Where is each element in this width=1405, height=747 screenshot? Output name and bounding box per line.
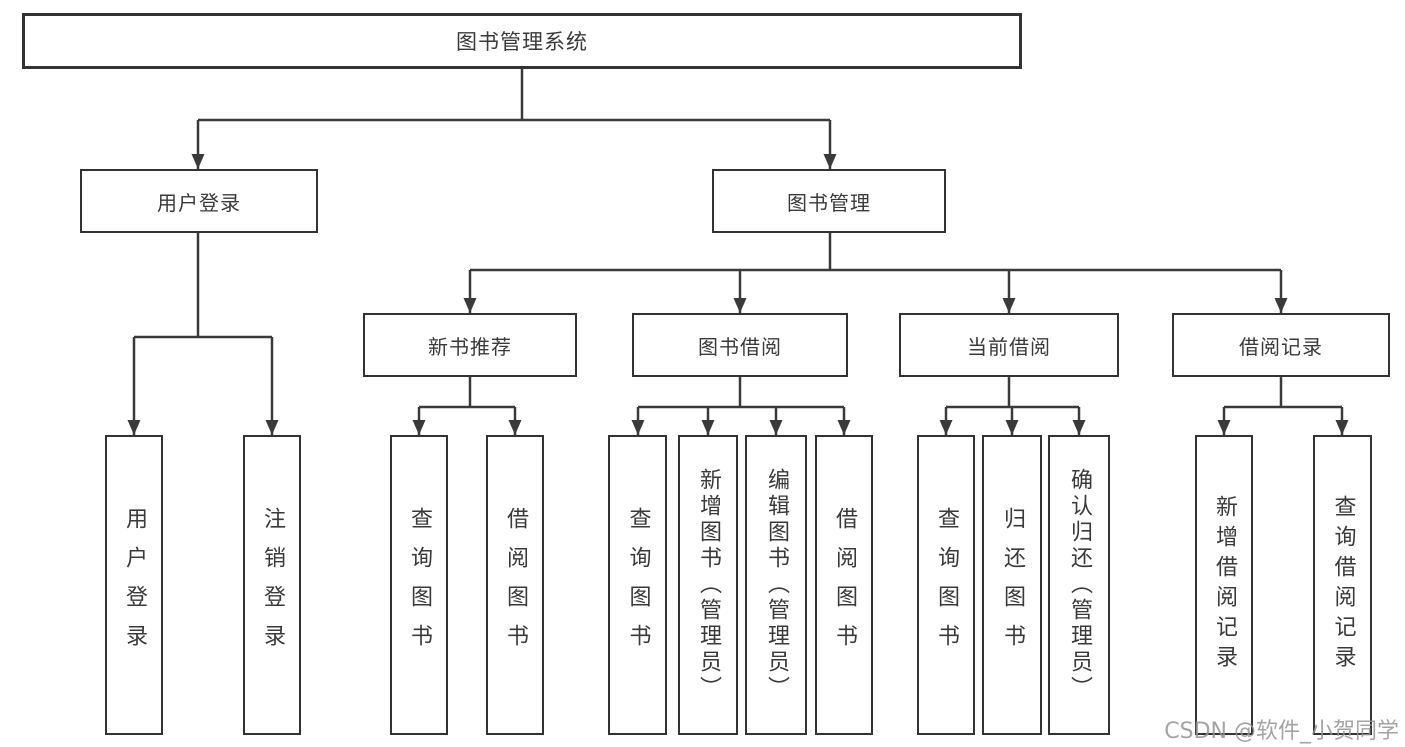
leaf-confirm-return-admin: 确认归还（管理员）	[1048, 435, 1110, 735]
leaf-user-login: 用户登录	[105, 435, 163, 735]
leaf-query-books-borrowing: 查询图书	[608, 435, 667, 735]
leaf-query-borrow-record: 查询借阅记录	[1313, 435, 1372, 735]
node-book-borrowing: 图书借阅	[632, 313, 848, 377]
node-book-management: 图书管理	[712, 169, 946, 233]
leaf-borrow-books-borrowing: 借阅图书	[815, 435, 873, 735]
leaf-edit-books-admin: 编辑图书（管理员）	[745, 435, 807, 735]
leaf-query-books-recommend: 查询图书	[390, 435, 448, 735]
leaf-borrow-books-recommend: 借阅图书	[486, 435, 544, 735]
node-library-management-system: 图书管理系统	[22, 13, 1022, 69]
node-new-book-recommendation: 新书推荐	[363, 313, 577, 377]
leaf-query-books-current: 查询图书	[917, 435, 975, 735]
leaf-add-books-admin: 新增图书（管理员）	[678, 435, 738, 735]
node-current-borrowing: 当前借阅	[899, 313, 1119, 377]
leaf-logout-login: 注销登录	[243, 435, 301, 735]
node-borrowing-records: 借阅记录	[1172, 313, 1390, 377]
leaf-add-borrow-record: 新增借阅记录	[1195, 435, 1253, 735]
node-user-login: 用户登录	[80, 169, 318, 233]
leaf-return-books: 归还图书	[982, 435, 1042, 735]
